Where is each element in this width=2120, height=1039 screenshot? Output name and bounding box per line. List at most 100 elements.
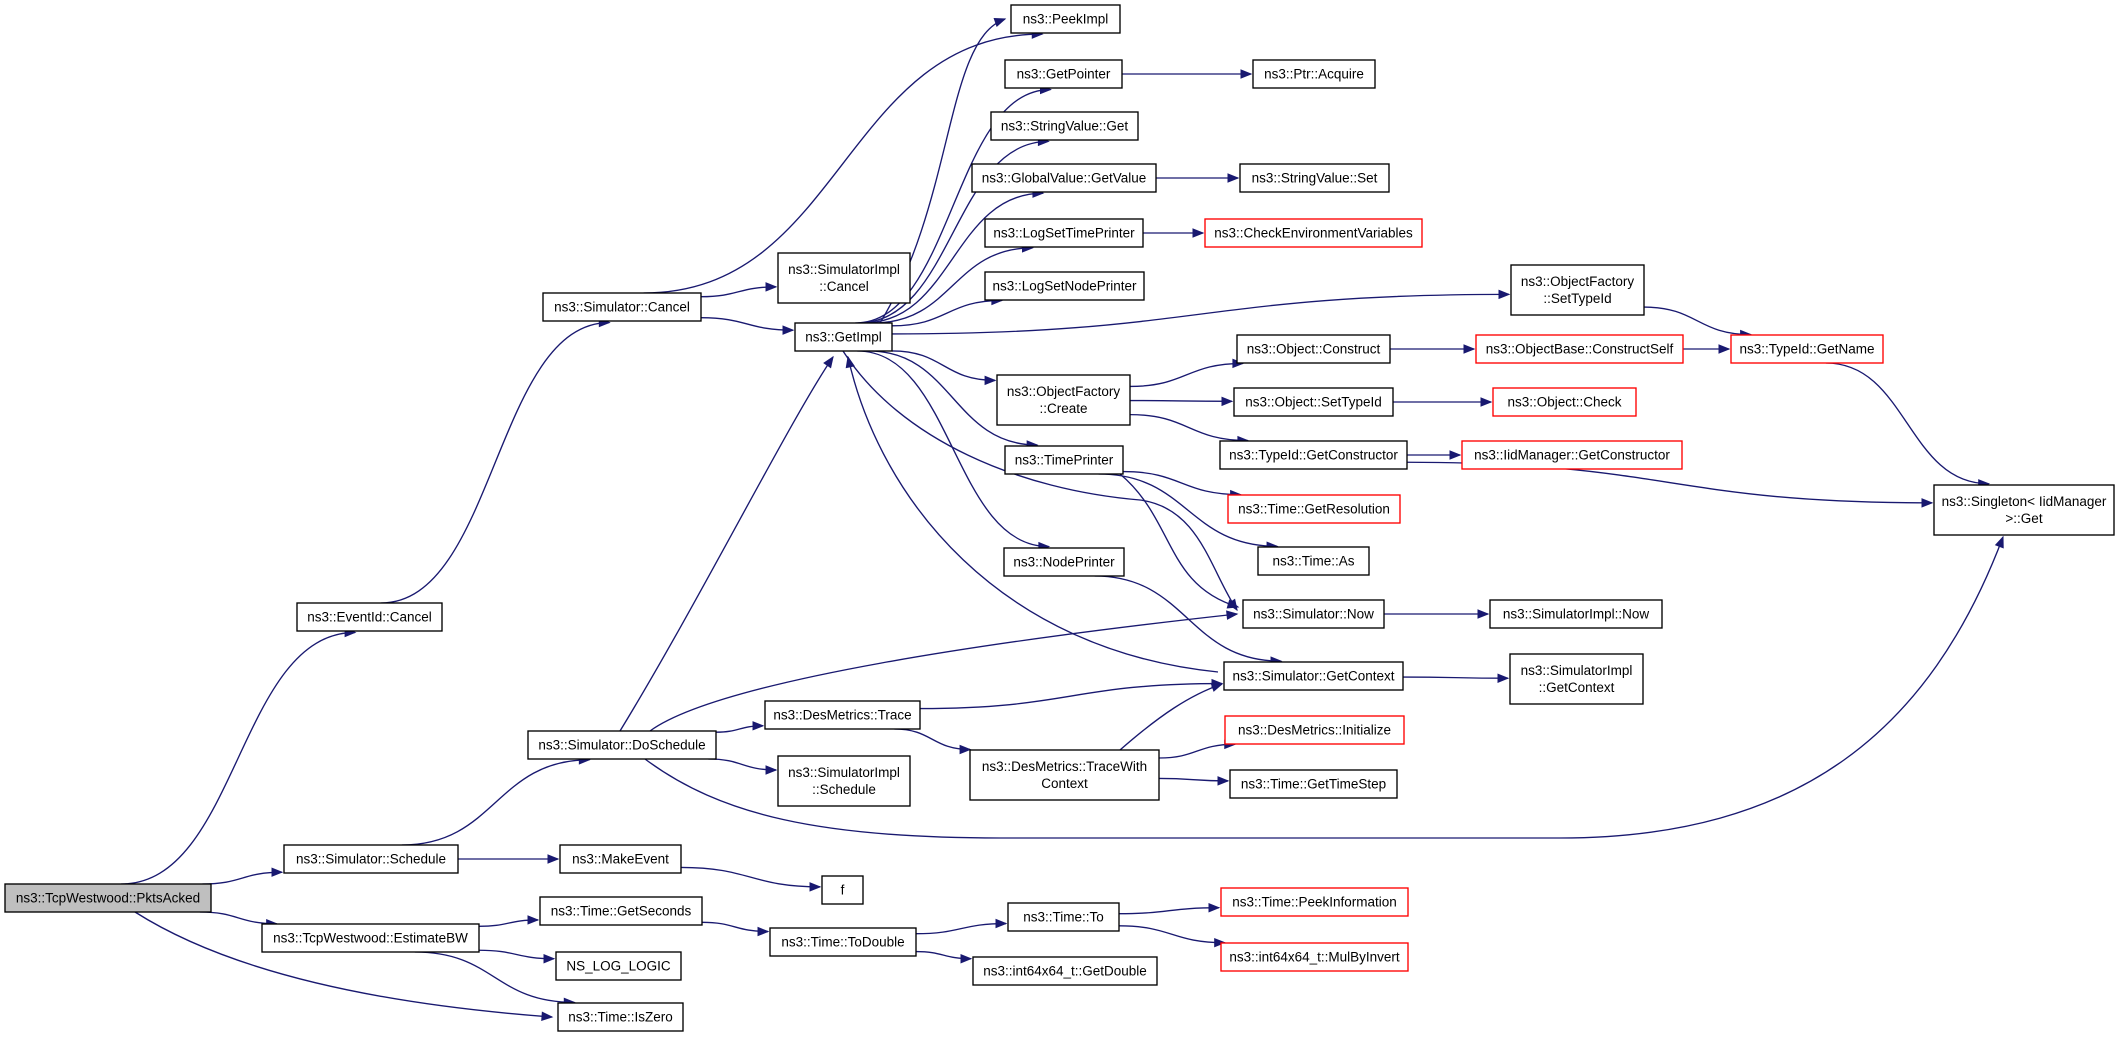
node-time-todouble[interactable]: ns3::Time::ToDouble [769,927,917,957]
node-label: ns3::PeekImpl [1023,12,1109,27]
edge-line [847,356,1219,673]
node-sim-doschedule[interactable]: ns3::Simulator::DoSchedule [527,730,717,760]
node-singleton-get[interactable]: ns3::Singleton< IidManager >::Get [1933,484,2115,536]
node-time-getseconds[interactable]: ns3::Time::GetSeconds [539,896,703,926]
edge-estimatebw-to-ns_log_logic [478,949,556,964]
node-label: ns3::Ptr::Acquire [1264,67,1364,82]
node-makeevent[interactable]: ns3::MakeEvent [559,844,682,874]
node-object-settypeid[interactable]: ns3::Object::SetTypeId [1233,387,1394,417]
edge-line [858,140,1049,324]
node-box [1461,440,1683,470]
edge-line [202,871,283,885]
node-box [1223,661,1404,691]
node-label: ns3::SimulatorImpl [1521,663,1633,678]
node-label: ns3::TypeId::GetName [1739,342,1874,357]
node-root[interactable]: ns3::TcpWestwood::PktsAcked [4,883,212,913]
edge-line [1118,907,1220,915]
node-box [990,111,1139,141]
node-typeid-getconstructor[interactable]: ns3::TypeId::GetConstructor [1219,440,1408,470]
node-label: ns3::TcpWestwood::EstimateBW [273,931,468,946]
node-getpointer[interactable]: ns3::GetPointer [1004,59,1123,89]
node-simimpl-schedule[interactable]: ns3::SimulatorImpl::Schedule [777,755,911,807]
node-globalvalue-getvalue[interactable]: ns3::GlobalValue::GetValue [971,163,1157,193]
node-label: ns3::Object::SetTypeId [1245,395,1382,410]
node-eventid-cancel[interactable]: ns3::EventId::Cancel [296,602,443,632]
edge-line [1098,473,1278,547]
edge-object_construct-to-objbase_constructself [1390,344,1476,354]
node-sim-schedule[interactable]: ns3::Simulator::Schedule [283,844,459,874]
node-simimpl-getcontext[interactable]: ns3::SimulatorImpl::GetContext [1509,653,1644,705]
node-ptr-acquire[interactable]: ns3::Ptr::Acquire [1252,59,1376,89]
node-box [1257,546,1370,576]
node-simimpl-cancel[interactable]: ns3::SimulatorImpl::Cancel [777,252,911,304]
node-sim-now[interactable]: ns3::Simulator::Now [1242,599,1385,629]
node-box [1219,440,1408,470]
node-box [1509,653,1644,705]
arrowhead-icon [1718,344,1731,354]
arrowhead-icon [543,953,556,964]
node-nodeprinter[interactable]: ns3::NodePrinter [1003,547,1125,577]
edge-line [1122,470,1241,496]
node-getimpl[interactable]: ns3::GetImpl [794,322,893,352]
node-box [296,602,443,632]
arrowhead-icon [1221,396,1234,407]
node-int64-getdouble[interactable]: ns3::int64x64_t::GetDouble [972,956,1158,986]
node-logsetnodeprinter[interactable]: ns3::LogSetNodePrinter [984,271,1145,301]
node-time-as[interactable]: ns3::Time::As [1257,546,1370,576]
node-box [971,163,1157,193]
node-peekimpl[interactable]: ns3::PeekImpl [1010,4,1121,34]
node-time-to[interactable]: ns3::Time::To [1007,902,1120,932]
node-object-construct[interactable]: ns3::Object::Construct [1236,334,1391,364]
node-of-settypeid[interactable]: ns3::ObjectFactory::SetTypeId [1510,264,1645,316]
node-box [1510,264,1645,316]
node-label: ns3::Time::GetSeconds [551,904,692,919]
edge-sim_doschedule-to-sim_now [649,610,1239,732]
node-estimatebw[interactable]: ns3::TcpWestwood::EstimateBW [261,923,480,953]
edge-line [919,682,1223,710]
node-time-getresolution[interactable]: ns3::Time::GetResolution [1227,494,1401,524]
node-time-peekinformation[interactable]: ns3::Time::PeekInformation [1220,887,1409,917]
edge-line [1643,306,1751,336]
edge-line [1119,683,1223,751]
node-sim-getcontext[interactable]: ns3::Simulator::GetContext [1223,661,1404,691]
node-sim-cancel[interactable]: ns3::Simulator::Cancel [542,292,702,322]
node-iidmanager-getconstructor[interactable]: ns3::IidManager::GetConstructor [1461,440,1683,470]
node-object-check[interactable]: ns3::Object::Check [1492,387,1637,417]
arrowhead-icon [752,721,765,731]
node-stringvalue-get[interactable]: ns3::StringValue::Get [990,111,1139,141]
node-box [1239,163,1390,193]
node-time-iszero[interactable]: ns3::Time::IsZero [557,1002,684,1032]
node-box [1233,387,1394,417]
edge-of_create-to-object_settypeid [1129,396,1234,407]
arrowhead-icon [823,355,834,369]
node-of-create[interactable]: ns3::ObjectFactory::Create [996,374,1131,426]
edge-line [700,286,777,298]
edge-typeid_getname-to-singleton_get [1825,362,1991,489]
node-label: ::Cancel [819,279,869,294]
node-label: ns3::SimulatorImpl::Now [1503,607,1650,622]
node-timeprinter[interactable]: ns3::TimePrinter [1004,445,1124,475]
node-desmetrics-initialize[interactable]: ns3::DesMetrics::Initialize [1224,715,1405,745]
node-f[interactable]: f [821,875,864,905]
node-box [777,755,911,807]
node-label: ::GetContext [1539,680,1615,695]
node-typeid-getname[interactable]: ns3::TypeId::GetName [1730,334,1884,364]
node-stringvalue-set[interactable]: ns3::StringValue::Set [1239,163,1390,193]
node-label: ns3::Time::PeekInformation [1232,895,1397,910]
node-logsettimeprinter[interactable]: ns3::LogSetTimePrinter [984,218,1144,248]
node-objbase-constructself[interactable]: ns3::ObjectBase::ConstructSelf [1475,334,1684,364]
node-box [1252,59,1376,89]
node-box [261,923,480,953]
node-ns-log-logic[interactable]: NS_LOG_LOGIC [555,951,682,981]
edge-sim_doschedule-to-singleton_get [644,535,2004,839]
node-label: ns3::Time::IsZero [568,1010,673,1025]
node-box [283,844,459,874]
node-simimpl-now[interactable]: ns3::SimulatorImpl::Now [1489,599,1663,629]
node-int64-mulbyinvert[interactable]: ns3::int64x64_t::MulByInvert [1220,942,1409,972]
node-desmetrics-trace[interactable]: ns3::DesMetrics::Trace [764,700,921,730]
node-time-gettimestep[interactable]: ns3::Time::GetTimeStep [1229,769,1398,799]
node-checkenv[interactable]: ns3::CheckEnvironmentVariables [1204,218,1423,248]
node-box [1227,494,1401,524]
